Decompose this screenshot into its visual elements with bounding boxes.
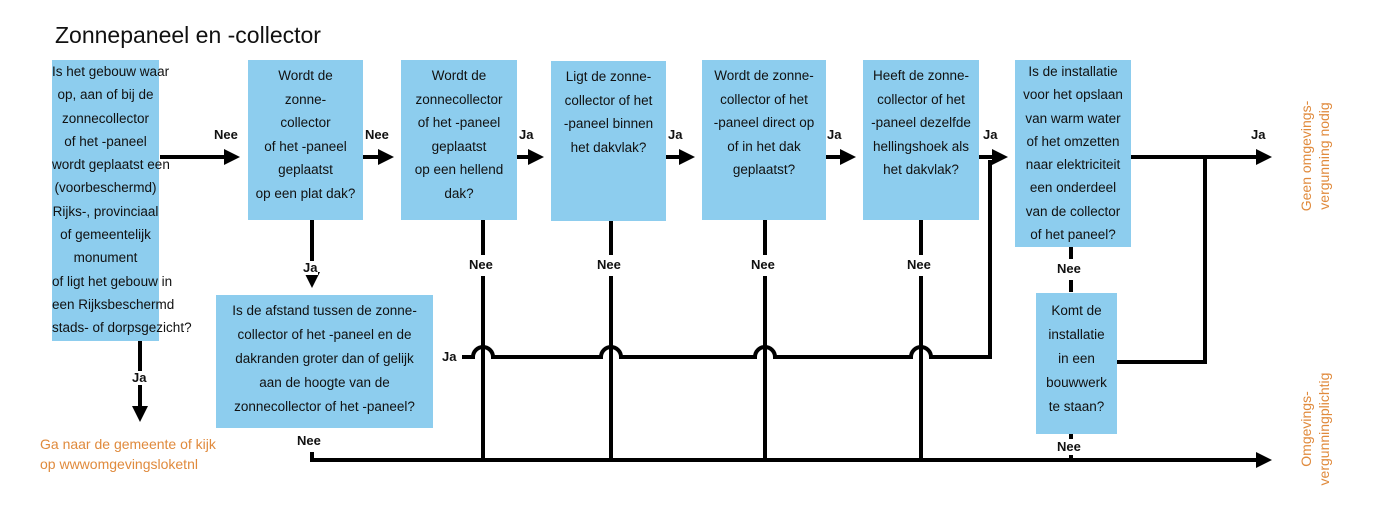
question-monument: Is het gebouw waar op, aan of bij de zonne… [52,60,192,341]
box-text-line: geplaatst [278,162,333,177]
box-text-line: hellingshoek als [872,138,970,154]
box-text-line: geplaatst? [732,162,796,177]
box-text-line: zonnecollector of het -paneel? [234,399,415,414]
question-sloped-roof: Wordt de zonnecollector of het -paneel gepl… [401,60,517,220]
label-ja-b5: Ja [827,127,842,142]
box-text-line: op een plat dak? [255,185,356,201]
box-text-line: bouwwerk [1046,375,1107,390]
box-text-line: of het omzetten [1026,133,1120,149]
label-nee-b1: Nee [214,127,238,142]
box-text-line: -paneel direct op [713,115,815,130]
box-text-line: van warm water [1025,110,1121,126]
box-text-line: Wordt de zonne- [714,68,814,83]
outcome-permit-required: Omgevings- vergunningplichtig [1297,361,1333,497]
box-text-line: te staan? [1048,399,1105,414]
box-text-line: in een [1058,351,1095,366]
box-text-line: collector [280,115,331,130]
box-text-line: collector of het [877,91,965,107]
box-text-line: het dakvlak? [570,139,647,155]
box-text-line: of in het dak [727,138,801,154]
outcome-no-permit: Geen omgevings- vergunning nodig [1297,86,1333,226]
outcome-permit-required-line: Omgevings- [1298,391,1314,467]
label-nee-b8: Nee [1056,439,1082,454]
box-text-line: dakranden groter dan of gelijk [235,351,414,366]
box-text-line: monument [73,250,138,266]
outcome-municipality-line: Ga naar de gemeente of kijk [40,436,216,452]
box-text-line: of het -paneel [64,133,147,149]
box-text-line: Is de afstand tussen de zonne- [232,303,417,318]
box-text-line: Heeft de zonne- [872,68,970,83]
box-text-line: Ligt de zonne- [565,69,652,84]
label-ja-b4: Ja [668,127,683,142]
box-text-line: of het -paneel [264,138,347,154]
box-text-line: op een hellend [414,162,504,177]
box-text-line: het dakvlak? [883,162,959,177]
label-nee-b5: Nee [750,257,776,272]
box-text-line: collector of het -paneel en de [237,327,412,342]
box-text-line: naar elektriciteit [1025,157,1121,173]
box-text-line: of het -paneel [417,115,501,130]
label-ja-b3: Ja [519,127,534,142]
box-text-line: Is de installatie [1028,64,1118,79]
line-b8-no-permit [1117,157,1207,364]
question-directly-on-roof: Wordt de zonne-collector of het -paneel d… [702,60,826,220]
label-nee-b9: Nee [296,433,322,448]
box-text-line: aan de hoogte van de [259,375,390,390]
label-nee-b6: Nee [906,257,932,272]
box-text-line: stads- of dorpsgezicht? [52,320,192,336]
question-within-roof-plane: Ligt de zonne-collector of het -paneel bi… [551,61,666,221]
box-text-line: of het paneel? [1030,227,1116,243]
box-text-line: Is het gebouw waar [52,64,170,79]
box-text-line: zonnecollector [61,110,150,126]
outcome-no-permit-line: vergunning nodig [1316,102,1332,210]
outcome-permit-required-line: vergunningplichtig [1316,372,1332,486]
label-ja-b2: Ja [302,260,319,275]
box-text-line: wordt geplaatst een [52,157,170,173]
page-title: Zonnepaneel en -collector [55,22,321,48]
box-text-line: Wordt de [431,68,487,83]
question-flat-roof: Wordt de zonne-collector of het -paneel gep… [248,60,363,220]
box-text-line: -paneel dezelfde [871,115,971,130]
label-ja-b7: Ja [1251,127,1266,142]
question-distance-roof-edges: Is de afstand tussen de zonne-collector … [216,295,433,428]
box-text-line: op, aan of bij de [57,87,154,103]
box-text-line: collector of het [564,92,653,108]
box-text-line: voor het opslaan [1023,87,1123,103]
box-text-line: Wordt de [278,68,333,83]
box-text-line: een onderdeel [1029,180,1117,196]
question-same-slope: Heeft de zonne-collector of het -paneel d… [863,60,979,220]
label-ja-b1: Ja [131,370,148,385]
outcome-municipality-line: op wwwomgevingsloketnl [40,456,198,472]
box-text-line: installatie [1048,327,1105,342]
label-nee-b2: Nee [365,127,389,142]
box-text-line: (voorbeschermd) [54,180,157,196]
box-text-line: een Rijksbeschermd [52,296,175,312]
outcome-municipality: Ga naar de gemeente of kijk op wwwomgevi… [40,434,216,474]
box-text-line: geplaatst [431,138,487,154]
label-nee-b4: Nee [596,257,622,272]
label-ja-b6: Ja [983,127,998,142]
box-text-line: -paneel binnen [563,116,654,131]
box-text-line: collector of het [720,91,808,107]
box-text-line: van de collector [1025,203,1121,219]
label-nee-b7: Nee [1056,261,1082,276]
box-text-line: Komt de [1051,303,1102,318]
question-installation-part: Is de installatie voor het opslaan van war… [1015,60,1131,247]
outcome-no-permit-line: Geen omgevings- [1298,100,1314,212]
label-nee-b3: Nee [468,257,494,272]
line-b9-ja [462,160,992,359]
box-text-line: Rijks-, provinciaal [52,203,159,219]
question-in-building: Komt de installatie in een bouwwerk te staan… [1036,293,1117,434]
box-text-line: of ligt het gebouw in [52,273,173,289]
box-text-line: zonne- [284,91,327,107]
box-text-line: of gemeentelijk [60,227,151,243]
label-ja-b9: Ja [442,349,457,364]
box-text-line: zonnecollector [415,91,503,107]
box-text-line: dak? [444,185,474,201]
